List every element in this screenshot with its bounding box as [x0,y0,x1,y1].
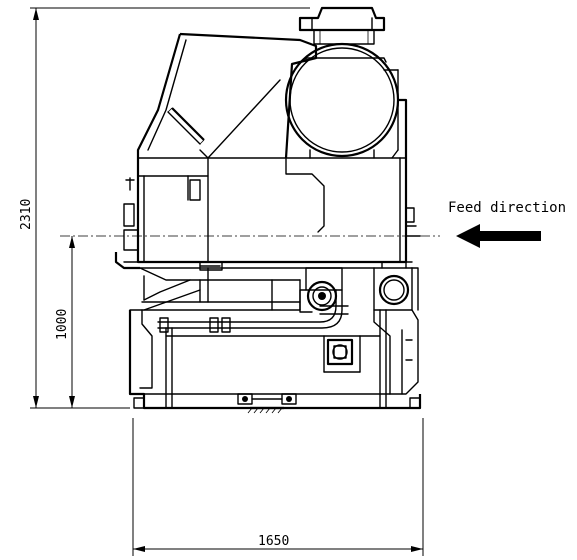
chassis [128,309,422,410]
dimension-label-1000: 1000 [55,309,70,340]
lower-frame [114,252,413,333]
dimension-overall-height: 2310 [19,7,310,409]
main-housing [123,98,421,264]
right-bearing-unit [373,261,419,395]
dimension-label-1650: 1650 [258,534,289,549]
dimension-label-2310: 2310 [19,199,34,230]
drive-motor [284,42,400,159]
pulley-unit [299,267,343,313]
top-drive-unit [298,6,386,45]
hydraulic-unit [323,335,361,373]
machine-body [114,6,422,414]
feed-direction-label: Feed direction [448,200,566,216]
ground-support [237,393,297,414]
dimension-feed-height: 1000 [55,236,75,408]
upper-hood [136,32,318,159]
feed-direction-arrow [456,224,541,248]
dimension-overall-width: 1650 [132,418,424,556]
